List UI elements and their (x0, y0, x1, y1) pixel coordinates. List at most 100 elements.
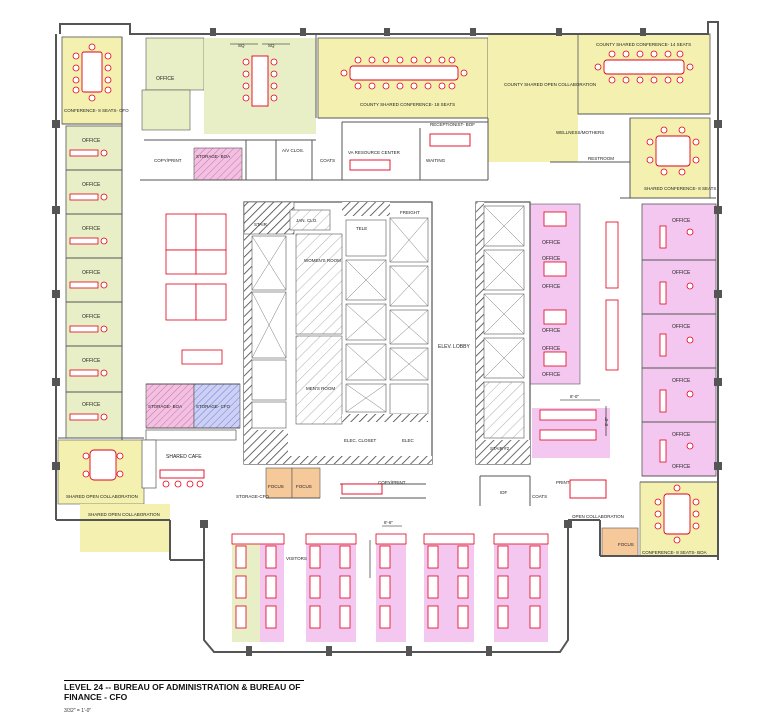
label-dim-a: 8'-0" (570, 394, 579, 399)
table-shared-conf-8 (655, 135, 691, 167)
building-core (243, 201, 531, 465)
label-focus: FOCUS (296, 484, 312, 489)
zone-focus-1 (265, 467, 293, 499)
label-office: OFFICE (542, 256, 561, 262)
label-office: OFFICE (542, 240, 561, 246)
label-office: OFFICE (542, 372, 561, 378)
table-va-resource (349, 159, 391, 171)
zone-county-collab (488, 34, 578, 162)
label-stair2: STAIR #2 (490, 446, 510, 451)
columns (52, 28, 722, 656)
label-office: OFFICE (542, 284, 561, 290)
label-county-conf-18: COUNTY SHARED CONFERENCE- 18 SEATS (360, 102, 455, 107)
label-conf-boa: CONFERENCE- 8 SEATS- BOA (642, 550, 707, 555)
label-restroom: RESTROOM (588, 156, 614, 161)
label-office: OFFICE (672, 270, 691, 276)
label-av-clos: A/V CLOS. (282, 148, 304, 153)
zone-east-offices (641, 203, 717, 477)
storage-boa-north (193, 147, 243, 181)
furniture (81, 51, 691, 535)
label-shared-open-collab: SHARED OPEN COLLABORATION (66, 494, 138, 499)
label-shared-conf-8: SHARED CONFERENCE- 8 SEATS (644, 186, 716, 191)
label-office: OFFICE (542, 328, 561, 334)
zone-focus-2 (291, 467, 321, 499)
label-idf: IDF (500, 490, 508, 495)
label-dim-c: 8'-6" (384, 520, 393, 525)
chairs (72, 43, 700, 544)
label-print: PRINT (556, 480, 570, 485)
label-office: OFFICE (82, 226, 101, 232)
label-waiting: WAITING (426, 158, 446, 163)
table-receptionist (429, 133, 471, 147)
label-copy-print: COPY/PRINT (154, 158, 182, 163)
label-office: OFFICE (82, 138, 101, 144)
workstations-south (231, 533, 549, 629)
label-office: OFFICE (672, 324, 691, 330)
label-conf-cfo: CONFERENCE- 8 SEATS- CFO (64, 108, 129, 113)
plan-title: LEVEL 24 -- BUREAU OF ADMINISTRATION & B… (64, 682, 301, 702)
label-shared-open-collab: SHARED OPEN COLLABORATION (88, 512, 160, 517)
label-elec: ELEC (402, 438, 415, 443)
title-rule (64, 680, 304, 681)
table-conf-14 (603, 59, 685, 75)
label-office: OFFICE (672, 378, 691, 384)
office-desks-west (69, 149, 108, 421)
label-freight: FREIGHT (400, 210, 420, 215)
table-nw-long (251, 55, 269, 107)
label-janitor: JAN. CLO. (296, 218, 318, 223)
label-womens-room: WOMEN'S ROOM (304, 258, 341, 263)
zone-sw-collab-b (80, 504, 170, 552)
label-elev-lobby: ELEV. LOBBY (438, 344, 470, 350)
label-tele: TELE (356, 226, 367, 231)
scale-note: 3/32" = 1'-0" (64, 708, 92, 714)
table-conf-boa (663, 493, 691, 535)
label-office: OFFICE (82, 314, 101, 320)
workstations-west (165, 213, 619, 371)
table-sw-collab (89, 449, 117, 481)
label-office: OFFICE (82, 358, 101, 364)
label-stair: STAIR (254, 222, 268, 227)
zone-nw-office (145, 37, 205, 91)
table-open-collab (569, 479, 607, 499)
label-office: OFFICE (82, 182, 101, 188)
table-conf-cfo (81, 51, 103, 93)
label-storage-boa: STORAGE- BOA (196, 154, 230, 159)
label-office: OFFICE (82, 402, 101, 408)
label-sq: SQ (238, 43, 245, 48)
label-shared-cafe: SHARED CAFE (166, 454, 202, 460)
label-elec-closet: ELEC. CLOSET (344, 438, 377, 443)
label-coats: COATS (320, 158, 335, 163)
label-focus: FOCUS (618, 542, 634, 547)
label-office: OFFICE (542, 346, 561, 352)
label-county-conf-14: COUNTY SHARED CONFERENCE- 14 SEATS (596, 42, 691, 47)
label-storage-short: STORAGE-CFO (236, 494, 269, 499)
zone-nw-green (141, 89, 191, 131)
label-open-collab: OPEN COLLABORATION (572, 514, 624, 519)
dimension-lines (230, 43, 607, 578)
label-office: OFFICE (672, 432, 691, 438)
label-sq: SQ (268, 43, 275, 48)
storage-boa (145, 383, 195, 429)
label-storage-cfo: STORAGE- CFO (196, 404, 231, 409)
table-cafe (159, 469, 205, 479)
label-office: OFFICE (156, 76, 175, 82)
office-desks-east (539, 211, 694, 463)
label-storage-boa: STORAGE- BOA (148, 404, 182, 409)
label-office: OFFICE (672, 464, 691, 470)
label-dim-b: 8'-0" (604, 417, 609, 426)
label-wellness: WELLNESS/MOTHERS (556, 130, 604, 135)
label-va-resource: VA RESOURCE CENTER (348, 150, 401, 155)
label-county-open-collab: COUNTY SHARED OPEN COLLABORATION (504, 82, 596, 87)
table-copy (341, 483, 383, 495)
label-mens-room: MEN'S ROOM (306, 386, 335, 391)
label-copy-print: COPY/PRINT (378, 480, 406, 485)
label-visitors: VISITORS (286, 556, 307, 561)
label-office: OFFICE (672, 218, 691, 224)
label-coats: COATS (532, 494, 547, 499)
label-office: OFFICE (82, 270, 101, 276)
table-conf-18 (349, 65, 459, 81)
label-focus: FOCUS (268, 484, 284, 489)
interior-walls (58, 34, 718, 506)
label-receptionist: RECEPTIONIST- BOF (430, 122, 475, 127)
